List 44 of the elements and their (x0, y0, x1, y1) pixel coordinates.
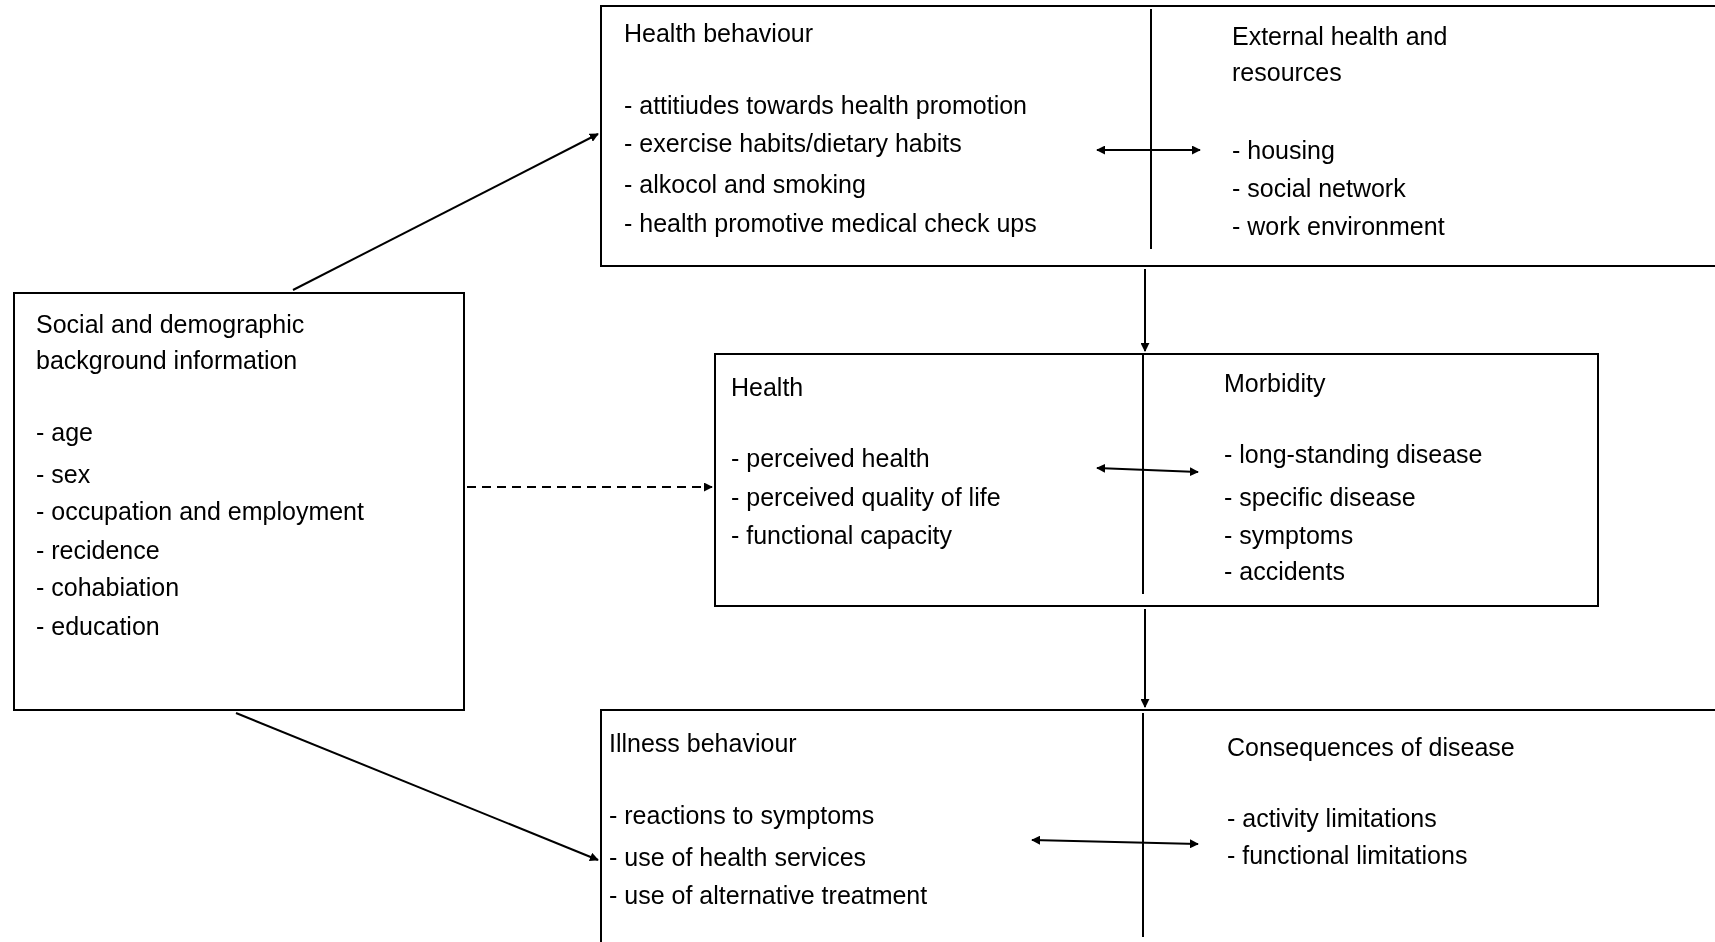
list-item: - cohabiation (36, 572, 180, 603)
heading: Illness behaviour (609, 728, 797, 759)
frame-box (600, 709, 1715, 942)
list-item: - reactions to symptoms (609, 800, 875, 831)
list-item: - work environment (1232, 211, 1445, 242)
list-item: - exercise habits/dietary habits (624, 128, 962, 159)
frame-box (13, 292, 465, 711)
list-item: - functional limitations (1227, 840, 1468, 871)
arrow (1096, 145, 1201, 155)
list-item: - use of alternative treatment (609, 880, 928, 911)
list-item: - age (36, 417, 93, 448)
list-item: - perceived quality of life (731, 482, 1001, 513)
list-item: - activity limitations (1227, 803, 1437, 834)
list-item: - health promotive medical check ups (624, 208, 1037, 239)
list-item: - long-standing disease (1224, 439, 1483, 470)
frame-box (714, 353, 1599, 607)
list-item: - symptoms (1224, 520, 1354, 551)
arrow (235, 712, 599, 862)
list-item: - attitiudes towards health promotion (624, 90, 1027, 121)
heading: External health and resources (1232, 21, 1449, 88)
list-item: - occupation and employment (36, 496, 364, 527)
heading: Health behaviour (624, 18, 813, 49)
list-item: - sex (36, 459, 91, 490)
heading: Social and demographic background information (36, 309, 306, 376)
arrow (1140, 608, 1150, 708)
heading: Morbidity (1224, 368, 1326, 399)
list-item: - alkocol and smoking (624, 169, 866, 200)
arrow (1031, 835, 1199, 849)
heading: Consequences of disease (1227, 732, 1515, 763)
list-item: - specific disease (1224, 482, 1416, 513)
frame-box (600, 5, 1715, 267)
arrow (1096, 463, 1199, 477)
arrow (292, 133, 599, 291)
list-item: - education (36, 611, 160, 642)
list-item: - recidence (36, 535, 160, 566)
heading: Health (731, 372, 804, 403)
arrow (466, 482, 713, 492)
list-item: - use of health services (609, 842, 867, 873)
arrow (1140, 268, 1150, 352)
list-item: - social network (1232, 173, 1406, 204)
list-item: - functional capacity (731, 520, 952, 551)
list-item: - perceived health (731, 443, 930, 474)
list-item: - housing (1232, 135, 1335, 166)
list-item: - accidents (1224, 556, 1345, 587)
